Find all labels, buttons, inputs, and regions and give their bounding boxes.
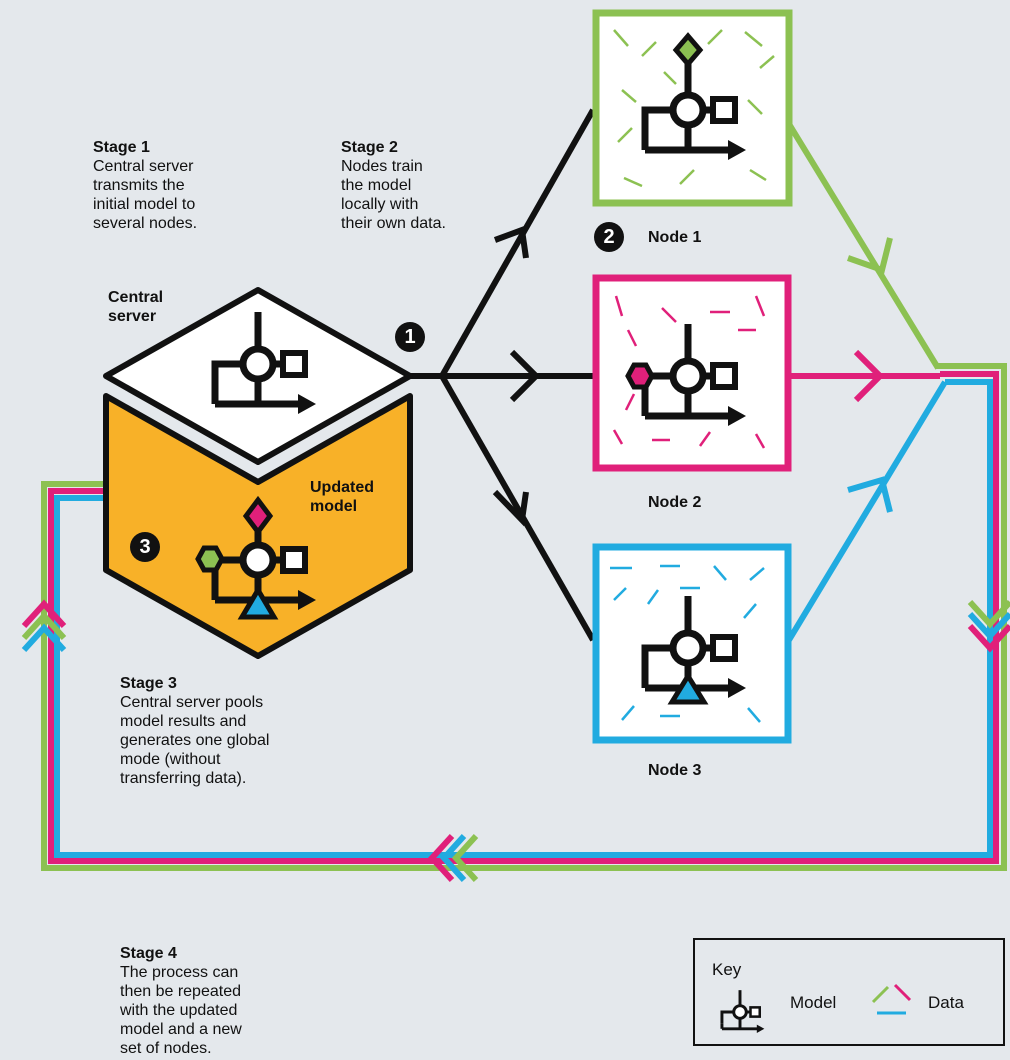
- node3-label: Node 3: [648, 762, 702, 779]
- node1-box: [592, 9, 793, 207]
- key-title: Key: [712, 960, 742, 979]
- node2-output-line: [788, 349, 940, 403]
- node1-label: Node 1: [648, 229, 702, 246]
- stage4-text: Stage 4 The process can then be repeated…: [120, 944, 242, 1058]
- node3-output-line: [786, 380, 948, 642]
- badge-step-2: 2: [594, 222, 624, 252]
- stage1-body: Central server transmits the initial mod…: [93, 158, 198, 232]
- stage3-text: Stage 3 Central server pools model resul…: [120, 674, 269, 788]
- stage1-text: Stage 1 Central server transmits the ini…: [93, 138, 197, 233]
- loop-arrow-right: [967, 599, 1010, 653]
- badge-step-1: 1: [395, 322, 425, 352]
- key-data-label: Data: [928, 993, 964, 1012]
- key-data-icon: [871, 983, 912, 1015]
- stage3-title: Stage 3: [120, 675, 177, 692]
- return-loop: [41, 363, 1007, 871]
- stage4-title: Stage 4: [120, 945, 177, 962]
- stage2-text: Stage 2 Nodes train the model locally wi…: [341, 138, 446, 233]
- node3-box: [592, 543, 792, 744]
- badge-step-3: 3: [130, 532, 160, 562]
- updated-model-glyph: [195, 495, 316, 620]
- stage3-body: Central server pools model results and g…: [120, 694, 270, 787]
- node2-box: [592, 274, 792, 472]
- stage2-body: Nodes train the model locally with their…: [341, 158, 446, 232]
- loop-arrow-left: [21, 599, 67, 653]
- distribution-lines: [408, 108, 596, 642]
- node1-output-line: [786, 122, 941, 370]
- node2-label: Node 2: [648, 494, 702, 511]
- key-model-label: Model: [790, 993, 837, 1012]
- stage4-body: The process can then be repeated with th…: [120, 964, 242, 1057]
- key-legend: Key Model Data: [693, 938, 1005, 1046]
- updated-model-label: Updated model: [310, 479, 374, 515]
- stage1-title: Stage 1: [93, 139, 150, 156]
- stage2-title: Stage 2: [341, 139, 398, 156]
- loop-arrow-bottom: [427, 833, 479, 883]
- central-server-label: Central server: [108, 289, 164, 325]
